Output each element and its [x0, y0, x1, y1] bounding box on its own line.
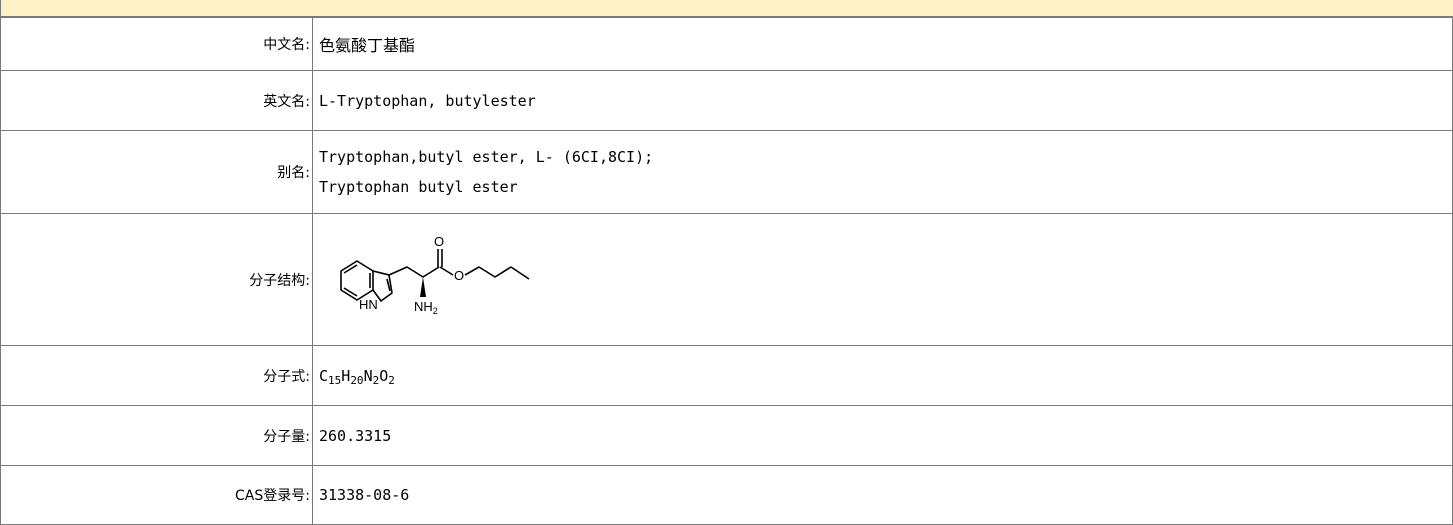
formula-value: C15H20N2O2 — [312, 345, 1453, 406]
row-molecular-weight: 分子量: 260.3315 — [0, 405, 1453, 466]
formula-count: 20 — [350, 373, 364, 387]
atom-label-nh2: NH2 — [414, 299, 438, 316]
cas-label: CAS登录号: — [0, 465, 313, 525]
alias-item: Tryptophan butyl ester — [319, 178, 518, 196]
english-name-value: L-Tryptophan, butylester — [312, 70, 1453, 131]
header-bar — [0, 0, 1453, 17]
formula-count: 2 — [372, 373, 380, 387]
row-cas: CAS登录号: 31338-08-6 — [0, 465, 1453, 525]
molecule-structure-diagram: O O HN NH2 — [340, 235, 530, 316]
cas-value: 31338-08-6 — [312, 465, 1453, 525]
row-chinese-name: 中文名: 色氨酸丁基酯 — [0, 17, 1453, 71]
formula-element: C — [319, 366, 329, 385]
row-structure: 分子结构: — [0, 213, 1453, 346]
compound-property-table: 中文名: 色氨酸丁基酯 英文名: L-Tryptophan, butyleste… — [0, 17, 1453, 525]
molecular-weight-label: 分子量: — [0, 405, 313, 466]
row-aliases: 别名: Tryptophan,butyl ester, L- (6CI,8CI)… — [0, 130, 1453, 214]
aliases-label: 别名: — [0, 130, 313, 214]
alias-item: Tryptophan,butyl ester, L- (6CI,8CI); — [319, 148, 654, 166]
atom-label-o: O — [454, 268, 464, 283]
english-name-label: 英文名: — [0, 70, 313, 131]
formula-element: N — [363, 366, 373, 385]
formula-element: O — [379, 366, 389, 385]
formula-element: H — [341, 366, 351, 385]
structure-label: 分子结构: — [0, 213, 313, 346]
chinese-name-value: 色氨酸丁基酯 — [312, 17, 1453, 71]
chinese-name-label: 中文名: — [0, 17, 313, 71]
formula-label: 分子式: — [0, 345, 313, 406]
row-english-name: 英文名: L-Tryptophan, butylester — [0, 70, 1453, 131]
row-formula: 分子式: C15H20N2O2 — [0, 345, 1453, 406]
aliases-value: Tryptophan,butyl ester, L- (6CI,8CI); Tr… — [312, 130, 1453, 214]
molecular-weight-value: 260.3315 — [312, 405, 1453, 466]
structure-value: O O HN NH2 — [312, 213, 1453, 346]
formula-count: 2 — [388, 373, 395, 387]
atom-label-o: O — [434, 235, 444, 249]
atom-label-nh: HN — [359, 297, 378, 312]
formula-count: 15 — [328, 373, 342, 387]
